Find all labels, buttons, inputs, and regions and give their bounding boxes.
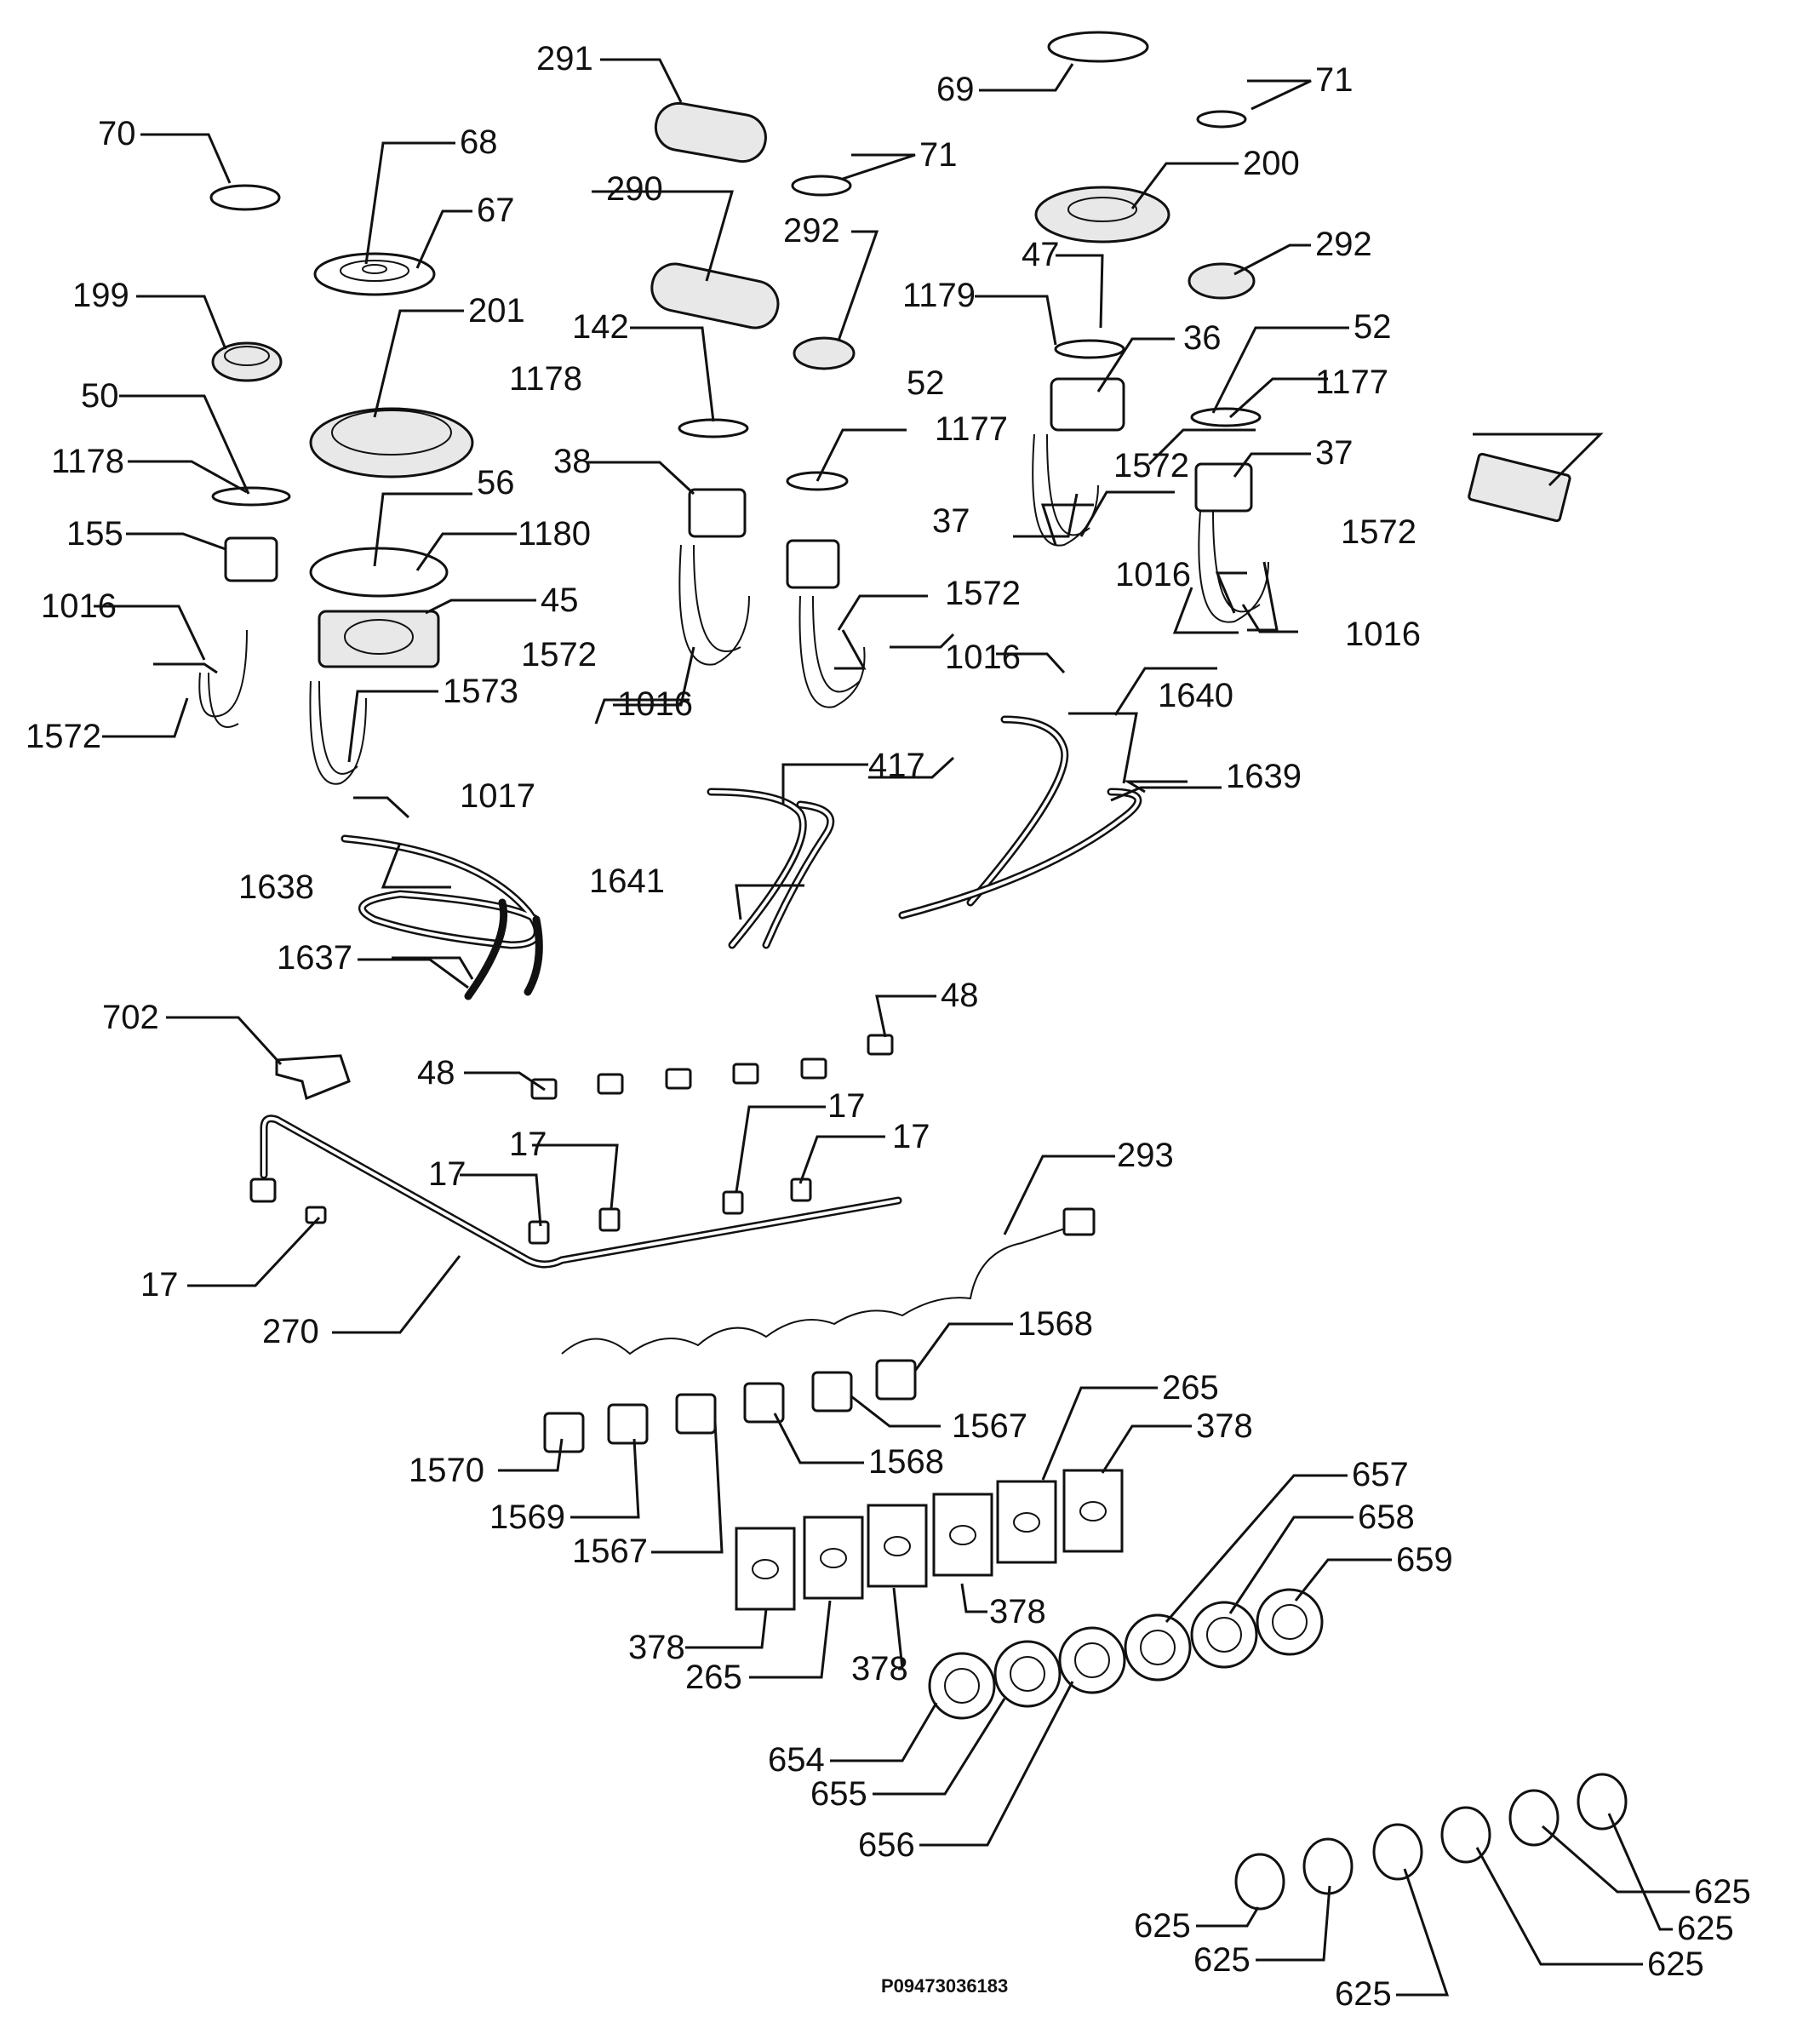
callout-378: 378 [1196,1407,1253,1445]
callout-1572: 1572 [26,718,101,755]
callout-70: 70 [98,115,136,152]
callout-71: 71 [1315,61,1354,99]
callout-1640: 1640 [1158,677,1233,714]
callout-378: 378 [851,1650,908,1688]
callout-56: 56 [477,464,515,501]
callout-1017: 1017 [460,777,535,815]
callout-378: 378 [628,1629,685,1666]
callout-17: 17 [827,1087,866,1125]
callout-293: 293 [1117,1137,1174,1174]
callout-658: 658 [1358,1498,1415,1536]
callout-625: 625 [1694,1873,1751,1911]
callout-69: 69 [936,71,975,108]
callout-17: 17 [509,1126,547,1163]
callout-270: 270 [262,1313,319,1350]
callout-67: 67 [477,192,515,229]
callout-37: 37 [932,502,970,540]
callout-1639: 1639 [1226,758,1302,795]
callout-1638: 1638 [238,868,314,906]
callout-47: 47 [1022,236,1060,273]
callout-45: 45 [541,582,579,619]
callout-1572: 1572 [945,575,1021,612]
callout-1567: 1567 [572,1533,648,1570]
callout-655: 655 [810,1775,867,1813]
callout-659: 659 [1396,1541,1453,1579]
callout-1016: 1016 [617,685,693,723]
callout-1572: 1572 [1113,447,1189,484]
callout-1568: 1568 [868,1443,944,1481]
callout-292: 292 [783,212,840,249]
callout-1573: 1573 [443,673,518,710]
callout-1568: 1568 [1017,1305,1093,1343]
callout-1179: 1179 [902,277,976,314]
callout-1180: 1180 [518,515,591,553]
callout-625: 625 [1677,1910,1734,1947]
callout-1637: 1637 [277,939,352,977]
callout-1572: 1572 [1341,513,1417,551]
callout-702: 702 [102,999,159,1036]
callout-265: 265 [1162,1369,1219,1407]
callout-654: 654 [768,1741,825,1779]
callout-1016: 1016 [1115,556,1191,593]
callout-1641: 1641 [589,862,665,900]
callout-199: 199 [72,277,129,314]
callout-625: 625 [1647,1945,1704,1983]
callout-48: 48 [941,977,979,1014]
callout-37: 37 [1315,434,1354,472]
drawing-code: P09473036183 [881,1975,1008,1997]
callout-52: 52 [1354,308,1392,346]
callout-1177: 1177 [1315,364,1388,401]
callout-1178: 1178 [509,360,582,398]
callout-657: 657 [1352,1456,1409,1493]
callout-1016: 1016 [945,639,1021,676]
callout-50: 50 [81,377,119,415]
callout-71: 71 [919,136,958,174]
callout-1177: 1177 [935,410,1008,448]
leader-lines [94,58,1690,1997]
callout-1016: 1016 [1345,616,1421,653]
callout-291: 291 [536,40,593,77]
callout-1570: 1570 [409,1452,484,1489]
part-drawings [198,31,1628,1911]
callout-292: 292 [1315,226,1372,263]
callout-38: 38 [553,443,592,480]
callout-1016: 1016 [41,587,117,625]
callout-17: 17 [892,1118,930,1155]
callout-36: 36 [1183,319,1222,357]
callout-48: 48 [417,1054,455,1092]
callout-52: 52 [907,364,945,402]
callout-155: 155 [66,515,123,553]
callout-625: 625 [1335,1975,1392,2013]
callout-625: 625 [1193,1941,1251,1979]
callout-68: 68 [460,123,498,161]
callout-labels: 291 69 71 70 68 71 290 67 292 200 47 292… [26,40,1751,2013]
callout-265: 265 [685,1659,742,1696]
callout-1572: 1572 [521,636,597,673]
callout-378: 378 [989,1593,1046,1630]
callout-625: 625 [1134,1907,1191,1945]
callout-290: 290 [606,170,663,208]
callout-142: 142 [572,308,629,346]
callout-1567: 1567 [952,1407,1027,1445]
callout-1178: 1178 [51,443,124,480]
callout-17: 17 [140,1266,179,1304]
callout-417: 417 [868,747,925,784]
callout-1569: 1569 [489,1498,565,1536]
callout-656: 656 [858,1826,915,1864]
callout-17: 17 [428,1155,466,1193]
callout-200: 200 [1243,145,1300,182]
callout-201: 201 [468,292,525,329]
